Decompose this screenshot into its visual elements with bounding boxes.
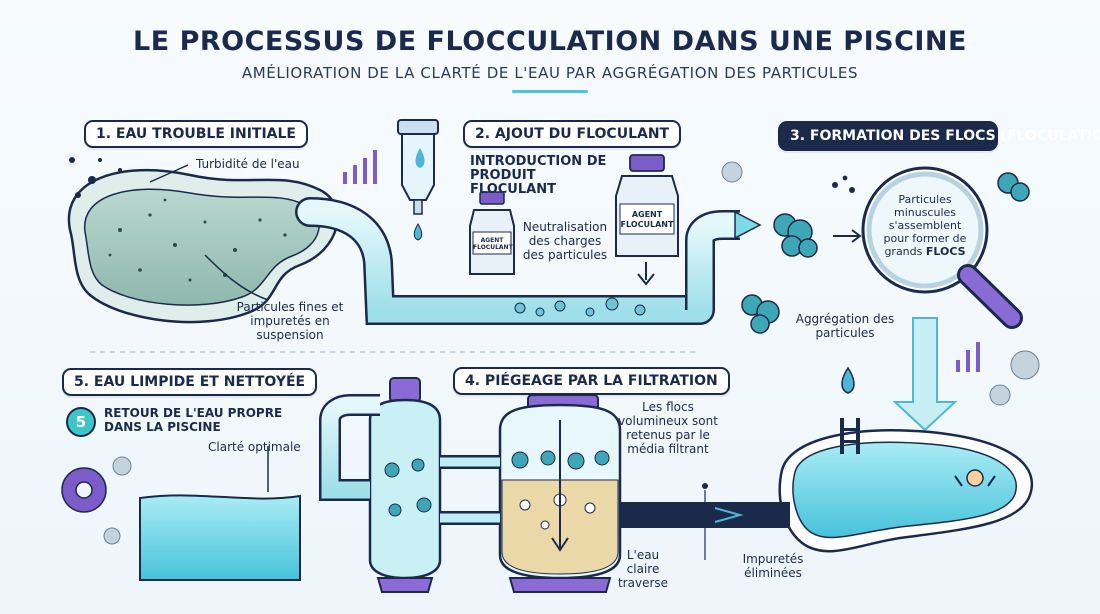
- aggregation-label: Aggrégation des particules: [795, 312, 895, 340]
- floating-particles: [69, 157, 122, 198]
- filter-tank: [498, 394, 622, 593]
- step3-tag: 3. FORMATION DES FLOCS (FLOCULATION): [778, 121, 1100, 151]
- large-bottle-label: AGENT FLOCULANT: [620, 210, 674, 229]
- dropper: [397, 119, 439, 241]
- step4-tag: 4. PIÉGEAGE PAR LA FILTRATION: [453, 367, 730, 395]
- clear-basin: [139, 494, 301, 581]
- title-divider: [512, 90, 588, 93]
- flocs-cluster: [741, 172, 1030, 334]
- retained-label: Les flocs volumineux sont retenus par le…: [618, 400, 718, 456]
- small-bottle-label: AGENT FLOCULANT: [473, 237, 513, 251]
- clear-water-label: L'eau claire traverse: [617, 548, 669, 590]
- lens-flocs: FLOCS: [925, 245, 966, 258]
- gear-icon-small: [103, 161, 1040, 545]
- particles-label: Particules fines et impuretés en suspens…: [236, 300, 344, 342]
- impurities-label: Impuretés éliminées: [742, 552, 804, 580]
- step5-number-badge: 5: [66, 407, 96, 437]
- pump-tank: [368, 377, 442, 593]
- page-title: LE PROCESSUS DE FLOCCULATION DANS UNE PI…: [133, 26, 967, 57]
- turbid-pool: [67, 168, 339, 324]
- page-subtitle: AMÉLIORATION DE LA CLARTÉ DE L'EAU PAR A…: [241, 64, 859, 82]
- step5-tag: 5. EAU LIMPIDE ET NETTOYÉE: [62, 368, 318, 396]
- step1-tag: 1. EAU TROUBLE INITIALE: [84, 120, 308, 148]
- return-water-label: RETOUR DE L'EAU PROPRE DANS LA PISCINE: [104, 406, 283, 434]
- lens-description: Particules minuscules s'assemblent pour …: [883, 193, 967, 258]
- neutralisation-label: Neutralisation des charges des particule…: [522, 220, 608, 262]
- turbidity-label: Turbidité de l'eau: [196, 157, 300, 171]
- gear-icon: [61, 467, 107, 513]
- clarity-label: Clarté optimale: [208, 440, 301, 454]
- magnifier: [861, 166, 1023, 329]
- large-bottle: [615, 154, 679, 257]
- flocculant-intro: INTRODUCTION DE PRODUIT FLOCULANT: [470, 154, 607, 197]
- step2-tag: 2. AJOUT DU FLOCULANT: [463, 120, 682, 148]
- clean-pool: [778, 418, 1033, 553]
- small-bottle: [469, 191, 515, 275]
- lens-text: Particules minuscules s'assemblent pour …: [876, 193, 974, 258]
- bar-chart-icon: [343, 150, 980, 372]
